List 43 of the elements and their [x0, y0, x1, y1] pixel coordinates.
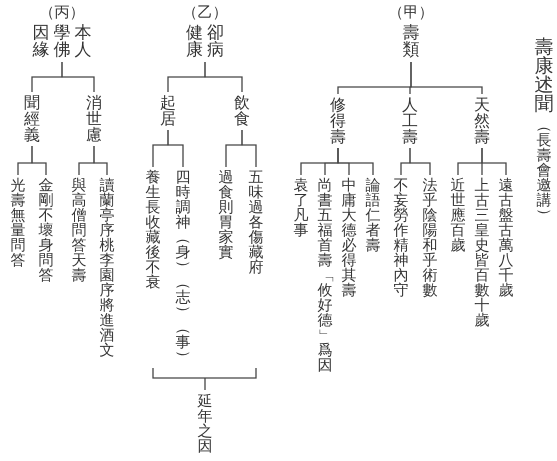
item-text: 與高僧問答天壽 — [72, 178, 86, 283]
connector-line — [337, 62, 412, 94]
item-text: 近世應百歲 — [450, 178, 466, 253]
item-text: 袁了凡事 — [294, 178, 308, 238]
group-number: （乙） — [182, 3, 228, 21]
category-heading: 卻病健康 — [186, 25, 224, 59]
topic-label: 消世慮 — [86, 95, 102, 143]
group-number: （丙） — [40, 3, 84, 21]
item-text: 讀蘭亭序桃李園序將進酒文 — [100, 178, 114, 358]
item-text: 上古三皇史皆百數十歲 — [474, 178, 490, 328]
topic-label: 天然壽 — [474, 97, 490, 145]
topic-label: 人工壽 — [402, 97, 418, 145]
item-text: 四時調神（身）（志）（事） — [176, 170, 190, 365]
category-heading: 本人學佛因緣 — [32, 25, 92, 59]
item-text: 養生長收藏後不衰 — [146, 170, 160, 290]
item-text: 五味過各傷藏府 — [248, 170, 264, 275]
topic-label: 飲食 — [234, 95, 250, 127]
item-text: 中庸大德必得其壽 — [342, 178, 356, 298]
item-text: 金剛不壞身問答 — [38, 178, 54, 283]
topic-label: 起居 — [160, 95, 176, 127]
group-number: （甲） — [388, 3, 434, 21]
connector-line — [17, 146, 33, 175]
subtitle: （長壽會邀講） — [536, 118, 552, 223]
item-text: 論語仁者壽 — [366, 178, 380, 253]
connector-line — [225, 130, 243, 167]
note-text: 延年之因 — [198, 394, 212, 454]
item-text: 光壽無量問答 — [10, 178, 26, 268]
category-heading: 壽類 — [402, 25, 420, 59]
item-text: 尚書五福首壽「攸好德」爲因 — [318, 178, 332, 373]
topic-label: 修得壽 — [330, 97, 346, 145]
connector-line — [152, 130, 169, 167]
connector-line — [300, 148, 339, 175]
item-text: 不妄勞作精神內守 — [394, 178, 408, 298]
title: 壽康述聞 — [534, 38, 554, 114]
connector-line — [31, 62, 63, 92]
item-text: 法乎陰陽和乎術數 — [422, 178, 438, 298]
item-text: 過食則胃家實 — [218, 170, 234, 260]
connector-line — [400, 148, 411, 175]
connector-line — [78, 146, 95, 175]
connector-line — [457, 148, 483, 175]
connector-line — [167, 62, 206, 92]
topic-label: 聞經義 — [24, 95, 40, 143]
item-text: 遠古盤古萬八千歲 — [498, 178, 514, 298]
